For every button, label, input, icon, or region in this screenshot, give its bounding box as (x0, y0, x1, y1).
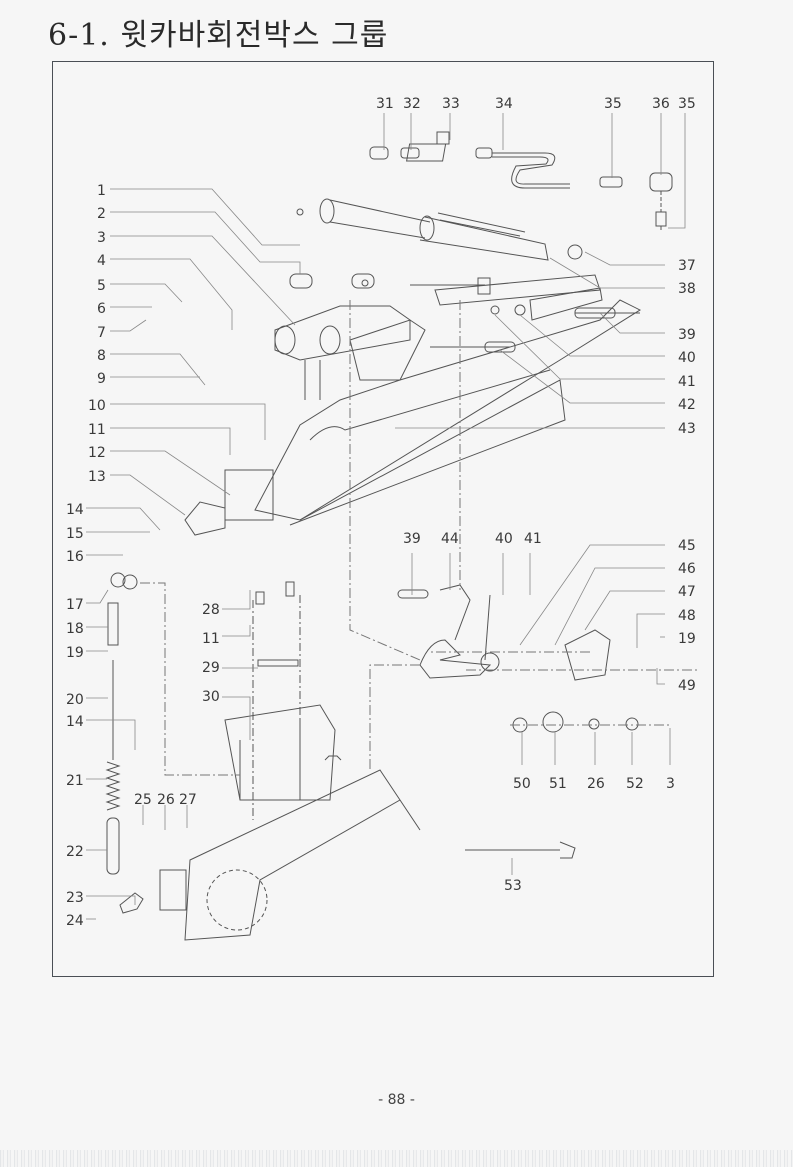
callout: 42 (678, 397, 696, 413)
hose-fittings-drawing (369, 131, 673, 232)
callout: 19 (66, 645, 84, 661)
callout: 1 (97, 183, 106, 199)
callouts-small-parts: 25 26 27 (134, 792, 197, 808)
callout: 19 (678, 631, 696, 647)
callout: 47 (678, 584, 696, 600)
callout: 18 (66, 621, 84, 637)
callout: 22 (66, 844, 84, 860)
callout: 25 (134, 792, 152, 808)
callout: 41 (678, 374, 696, 390)
scan-artifact-strip (0, 1150, 793, 1167)
callout: 38 (678, 281, 696, 297)
callout: 2 (97, 206, 106, 222)
callouts-bottom-row: 50 51 26 52 3 (513, 776, 675, 792)
callout: 10 (88, 398, 106, 414)
callouts-left: 1 2 3 4 5 6 7 8 9 10 11 12 13 14 15 16 1… (66, 183, 106, 929)
callout: 44 (441, 531, 459, 547)
callout: 32 (403, 96, 421, 112)
cylinder-drawing (319, 198, 583, 261)
callout: 50 (513, 776, 531, 792)
callout: 26 (587, 776, 605, 792)
callout: 35 (678, 96, 696, 112)
callout: 40 (678, 350, 696, 366)
callout: 46 (678, 561, 696, 577)
callout: 39 (678, 327, 696, 343)
callout: 27 (179, 792, 197, 808)
callouts-center-left: 28 11 29 30 (202, 602, 220, 705)
callout: 4 (97, 253, 106, 269)
callout: 6 (97, 301, 106, 317)
lower-bracket-drawing (105, 572, 639, 941)
callout: 41 (524, 531, 542, 547)
callout: 20 (66, 692, 84, 708)
callout: 21 (66, 773, 84, 789)
callouts-right-lower: 45 46 47 48 19 49 (678, 538, 696, 694)
callout: 26 (157, 792, 175, 808)
callout: 5 (97, 278, 106, 294)
callout: 37 (678, 258, 696, 274)
callout: 31 (376, 96, 394, 112)
page-title: 6-1. 윗카바회전박스 그룹 (48, 18, 389, 53)
callout: 11 (88, 422, 106, 438)
callout: 3 (666, 776, 675, 792)
callout: 39 (403, 531, 421, 547)
callout: 14 (66, 502, 84, 518)
callout: 34 (495, 96, 513, 112)
callout: 45 (678, 538, 696, 554)
callout: 8 (97, 348, 106, 364)
callout: 7 (97, 325, 106, 341)
callout: 51 (549, 776, 567, 792)
callout: 35 (604, 96, 622, 112)
callouts-mid-row: 39 44 40 41 (403, 531, 542, 547)
callout: 28 (202, 602, 220, 618)
callout: 52 (626, 776, 644, 792)
callout: 15 (66, 526, 84, 542)
callout: 43 (678, 421, 696, 437)
callout: 48 (678, 608, 696, 624)
callout: 29 (202, 660, 220, 676)
callout: 33 (442, 96, 460, 112)
callout: 40 (495, 531, 513, 547)
callouts-top: 31 32 33 34 35 36 35 (376, 96, 696, 112)
callout: 24 (66, 913, 84, 929)
callout: 49 (678, 678, 696, 694)
diagram-frame (52, 61, 714, 977)
callout: 30 (202, 689, 220, 705)
callout: 16 (66, 549, 84, 565)
callout: 12 (88, 445, 106, 461)
callout: 13 (88, 469, 106, 485)
callout: 9 (97, 371, 106, 387)
callouts-right-upper: 37 38 39 40 41 42 43 (678, 258, 696, 437)
callout: 14 (66, 714, 84, 730)
callout: 17 (66, 597, 84, 613)
callout: 3 (97, 230, 106, 246)
callout-rod: 53 (504, 878, 522, 894)
rotating-box-drawing (184, 208, 642, 536)
callout: 11 (202, 631, 220, 647)
callout: 36 (652, 96, 670, 112)
page-number: - 88 - (378, 1092, 415, 1108)
callout: 23 (66, 890, 84, 906)
